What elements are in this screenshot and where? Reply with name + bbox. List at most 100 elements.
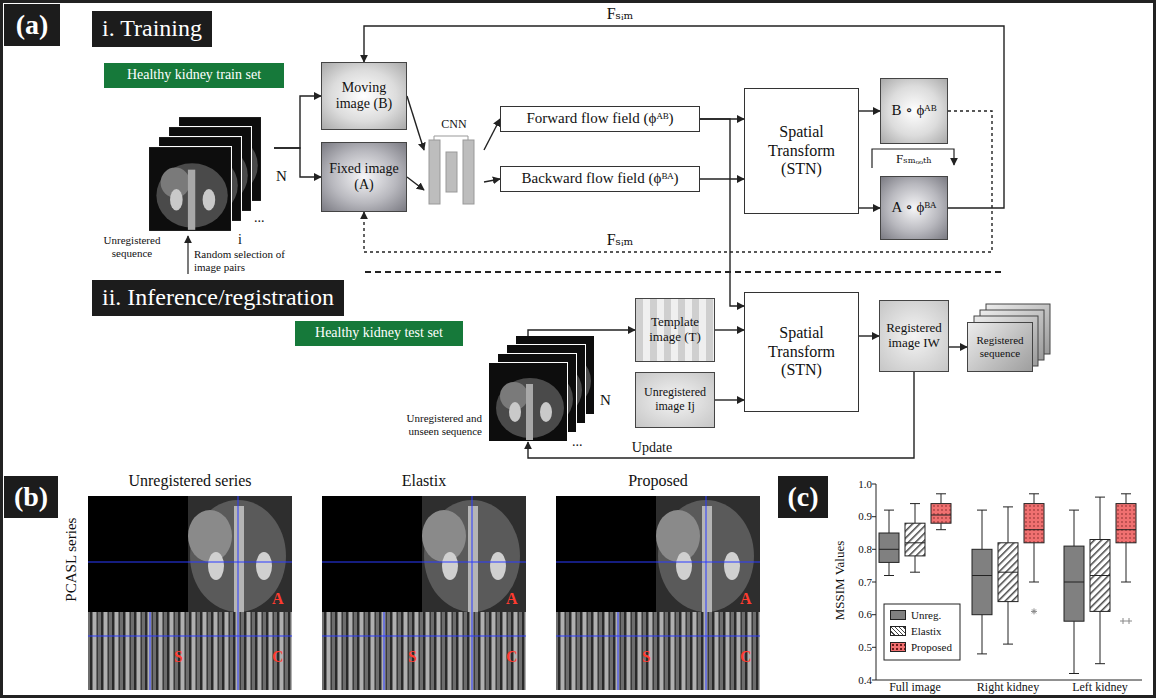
image-box: Registered image IW (879, 300, 949, 372)
node-label: B ∘ ϕᴬᴮ (892, 102, 937, 119)
note: Random selection of image pairs (194, 248, 294, 273)
orientation-letter: C (740, 648, 752, 666)
node-label: (a) (16, 9, 49, 41)
orientation-letter: S (174, 648, 183, 666)
tick-label: 0.4 (846, 674, 872, 687)
count-label: N (600, 392, 611, 409)
orientation-letter: C (272, 648, 284, 666)
section-header: i. Training (92, 11, 212, 47)
node-label: Fixed image (A) (325, 161, 403, 193)
node-label: Healthy kidney test set (315, 325, 443, 341)
orientation-letter: S (408, 648, 417, 666)
connector-arrow (407, 177, 424, 190)
category-label: Left kidney (1060, 681, 1140, 695)
transform-box: Spatial Transform (STN) (744, 88, 859, 214)
loss-label: Fₛₘₒₒₜₕ (880, 152, 948, 167)
connector-arrow (859, 335, 879, 336)
orientation-letter: C (506, 648, 518, 666)
legend-label: Unreg. (911, 609, 941, 622)
tick-label: 0.7 (846, 576, 872, 589)
tick-label: 0.5 (846, 641, 872, 654)
tick-label: 0.6 (846, 608, 872, 621)
node-label: i. Training (102, 15, 202, 43)
node-label: Unregistered image Ij (639, 386, 711, 414)
sequence-stack: Registered sequence (967, 322, 1033, 372)
node-label: Spatial Transform (STN) (748, 123, 855, 178)
category-label: Full image (875, 681, 955, 695)
image-box: Fixed image (A) (321, 142, 407, 212)
image-box: Moving image (B) (321, 62, 407, 130)
connector-arrow (528, 330, 635, 336)
connector-arrow (274, 96, 321, 148)
warped-image-box: A ∘ ϕᴮᴬ (880, 176, 948, 240)
dataset-tag: Healthy kidney test set (295, 321, 463, 346)
image-panel: Unregistered seriesASC (88, 496, 292, 690)
tick-label: 0.8 (846, 543, 872, 556)
node-label: ii. Inference/registration (102, 284, 334, 312)
index-label: i (238, 232, 242, 248)
section-header: ii. Inference/registration (92, 280, 344, 316)
connector-arrow (859, 110, 880, 111)
warped-image-box: B ∘ ϕᴬᴮ (880, 78, 948, 144)
ellipsis: ... (572, 434, 583, 450)
image-panel: ElastixASC (322, 496, 526, 690)
node-label: Forward flow field (ϕᴬᴮ) (526, 110, 673, 127)
node-label: Healthy kidney train set (127, 67, 261, 83)
legend-entry: Proposed (890, 641, 952, 654)
dataset-tag: Healthy kidney train set (104, 63, 284, 88)
stack-caption: Unregistered sequence (92, 234, 172, 259)
tick-label: 0.9 (846, 510, 872, 523)
node-label: (b) (14, 481, 48, 513)
image-stack: N...iUnregistered sequence (148, 104, 274, 232)
legend-swatch (890, 610, 906, 620)
node-label: Moving image (B) (325, 80, 403, 112)
legend-label: Proposed (911, 641, 952, 654)
panel-title: Proposed (556, 472, 760, 490)
panel-tag: (a) (4, 4, 60, 46)
count-label: N (276, 168, 287, 185)
edge-label: Fₛᵢₘ (596, 5, 644, 23)
panel-tag: (c) (778, 476, 828, 518)
process-box: Backward flow field (ϕᴮᴬ) (500, 166, 700, 192)
legend-swatch (890, 642, 906, 652)
connector-arrow (484, 179, 500, 182)
image-box: Template image (T) (635, 298, 715, 362)
panel-tag: (b) (4, 476, 58, 518)
orientation-letter: A (506, 590, 518, 608)
connector-arrow (484, 119, 500, 150)
legend-swatch (890, 626, 906, 636)
connector-arrow (715, 329, 744, 330)
connector-arrow (715, 399, 744, 400)
node-label: (c) (787, 481, 818, 513)
axis-title: MSSIM Values (833, 525, 848, 635)
connector-arrow (407, 96, 424, 150)
connector-arrow (700, 119, 744, 306)
connector-arrow (700, 178, 744, 179)
legend-entry: Unreg. (890, 609, 941, 622)
node-label: CNN (441, 118, 466, 132)
process-box: Forward flow field (ϕᴬᴮ) (500, 106, 700, 132)
image-panel: ProposedASC (556, 496, 760, 690)
ellipsis: ... (254, 210, 265, 226)
axis-label: PCASL series (63, 505, 80, 615)
node-label: Spatial Transform (STN) (748, 324, 855, 379)
legend-entry: Elastix (890, 625, 942, 638)
transform-box: Spatial Transform (STN) (744, 292, 859, 412)
cnn-block: CNN (424, 118, 484, 206)
panel-title: Elastix (322, 472, 526, 490)
image-stack: N...Unregistered and unseen sequence (488, 336, 598, 442)
edge-label: Update (622, 440, 682, 456)
panel-title: Unregistered series (88, 472, 292, 490)
orientation-letter: A (740, 590, 752, 608)
orientation-letter: A (272, 590, 284, 608)
node-label: A ∘ ϕᴮᴬ (892, 199, 937, 216)
edge-label: Fₛᵢₘ (596, 231, 644, 249)
node-label: Registered sequence (971, 334, 1029, 359)
category-label: Right kidney (968, 681, 1048, 695)
image-box: Unregistered image Ij (635, 372, 715, 428)
stack-caption: Unregistered and unseen sequence (388, 412, 482, 437)
legend-label: Elastix (911, 625, 942, 638)
connector-arrow (949, 346, 967, 347)
node-label: Backward flow field (ϕᴮᴬ) (521, 170, 678, 187)
node-label: Registered image IW (883, 321, 945, 351)
